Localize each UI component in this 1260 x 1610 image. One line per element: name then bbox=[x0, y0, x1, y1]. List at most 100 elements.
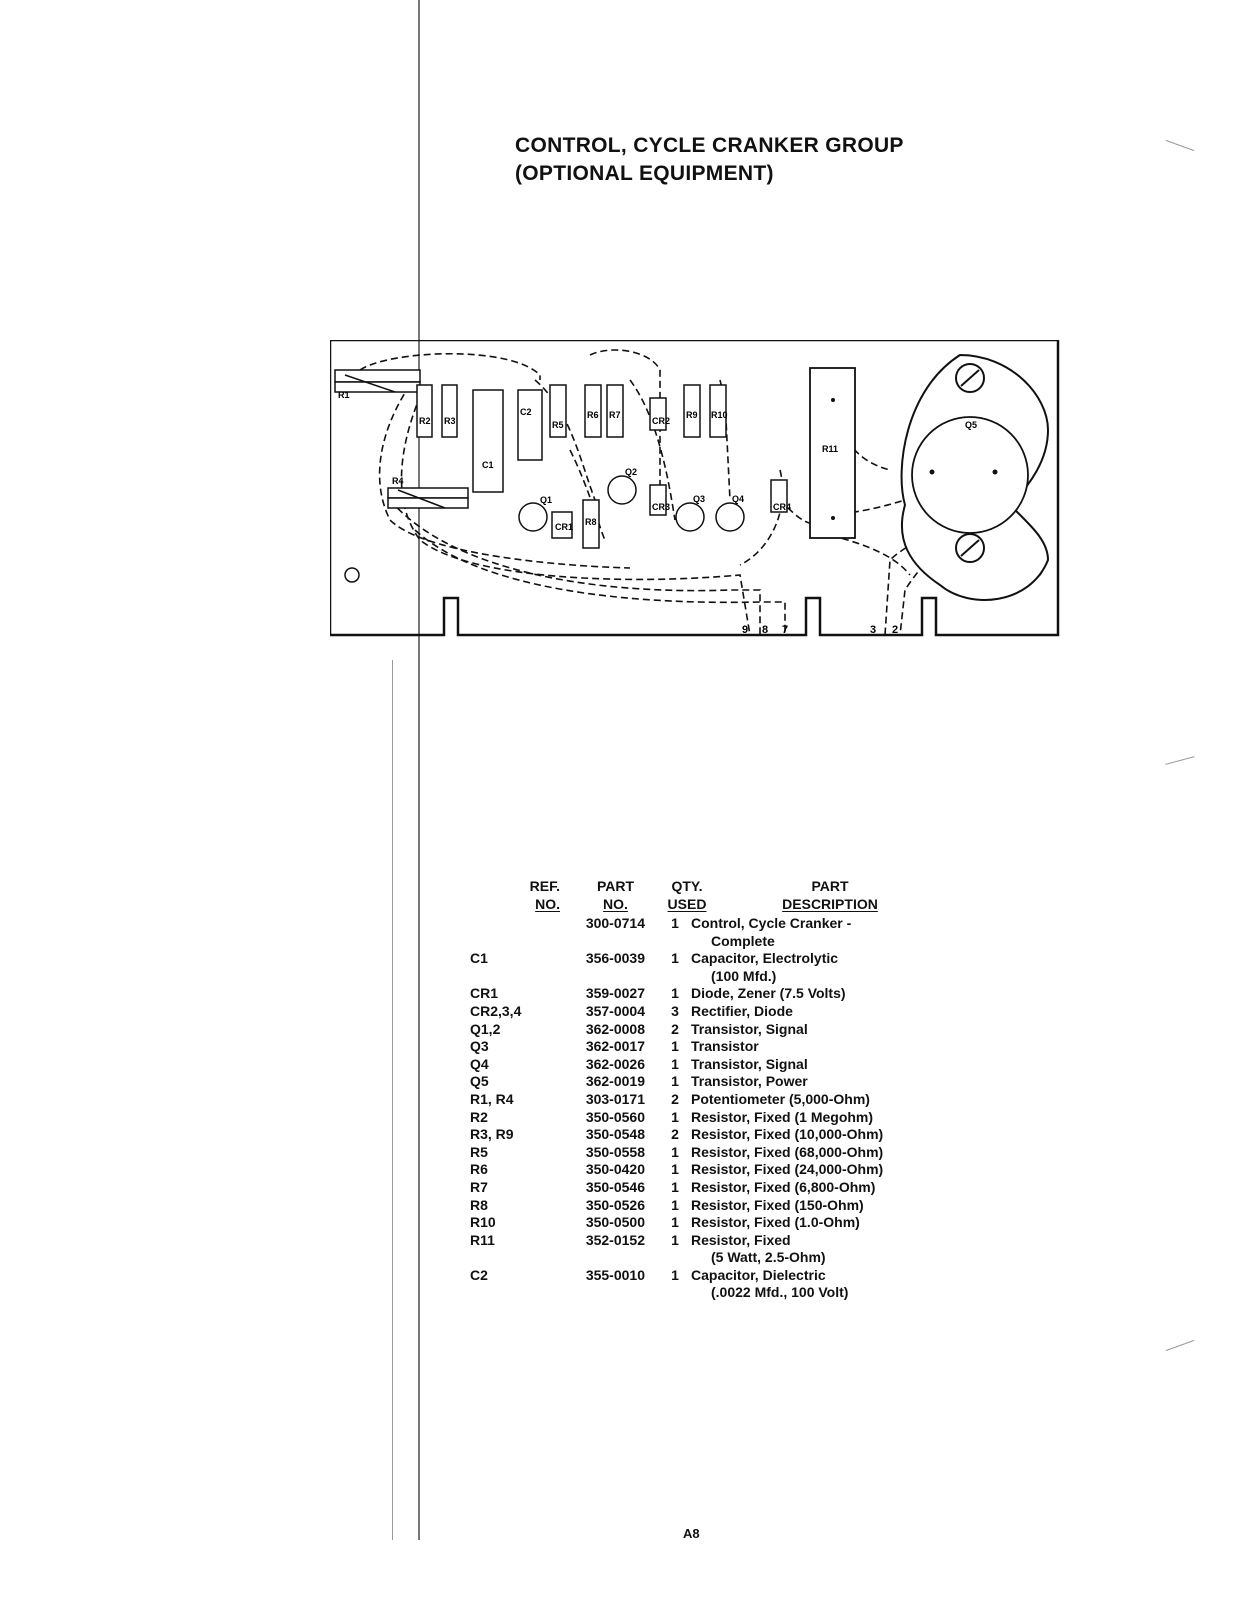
ref-no-cell: CR2,3,4 bbox=[470, 1002, 522, 1019]
description-line: Resistor, Fixed (150-Ohm) bbox=[691, 1196, 864, 1213]
description-cell: Resistor, Fixed (1.0-Ohm) bbox=[691, 1214, 951, 1232]
description-line: Capacitor, Electrolytic bbox=[691, 950, 839, 967]
part-no-cell: 350-0560 bbox=[585, 1108, 645, 1125]
table-row: R2 350-0560 1 Resistor, Fixed (1 Megohm) bbox=[465, 1109, 951, 1127]
component-label: R10 bbox=[711, 410, 728, 420]
description-line: Transistor, Power bbox=[691, 1073, 808, 1090]
margin-mark bbox=[1165, 756, 1195, 765]
mounting-hole-left bbox=[344, 567, 360, 583]
ref-no-cell: Q3 bbox=[470, 1038, 489, 1055]
header-ref-no: REF. NO. bbox=[529, 878, 560, 912]
component-label: R11 bbox=[822, 444, 838, 454]
component-label: Q4 bbox=[732, 494, 744, 504]
part-no-cell: 350-0558 bbox=[585, 1143, 645, 1160]
description-line: Rectifier, Diode bbox=[691, 1002, 793, 1019]
qty-cell: 1 bbox=[671, 985, 679, 1002]
description-line: (100 Mfd.) bbox=[711, 967, 777, 984]
description-cell: Resistor, Fixed (150-Ohm) bbox=[691, 1197, 951, 1215]
header-part-no: PART NO. bbox=[596, 878, 635, 912]
parts-list-rows: 300-0714 1 Control, Cycle Cranker -Complet… bbox=[465, 915, 951, 1302]
component-label: R5 bbox=[552, 420, 564, 430]
description-line: Transistor, Signal bbox=[691, 1020, 808, 1037]
terminal-label: 8 bbox=[762, 624, 768, 636]
header-part-description: PART DESCRIPTION bbox=[782, 878, 878, 912]
description-line: Potentiometer (5,000-Ohm) bbox=[691, 1090, 870, 1107]
component-label: R4 bbox=[392, 476, 404, 486]
description-line: Transistor, Signal bbox=[691, 1055, 808, 1072]
description-cell: Resistor, Fixed (24,000-Ohm) bbox=[691, 1161, 951, 1179]
qty-cell: 3 bbox=[671, 1002, 679, 1019]
part-no-cell: 362-0017 bbox=[585, 1038, 645, 1055]
margin-mark bbox=[1165, 139, 1195, 152]
description-line: Resistor, Fixed (24,000-Ohm) bbox=[691, 1161, 884, 1178]
component-label: CR2 bbox=[652, 416, 670, 426]
qty-cell: 1 bbox=[671, 1108, 679, 1125]
component-label: Q3 bbox=[693, 494, 705, 504]
qty-cell: 1 bbox=[671, 1214, 679, 1231]
ref-no-cell: R1, R4 bbox=[470, 1090, 514, 1107]
description-line: Capacitor, Dielectric bbox=[691, 1266, 826, 1283]
ref-no-cell: R2 bbox=[470, 1108, 488, 1125]
part-no-cell: 352-0152 bbox=[585, 1231, 645, 1248]
qty-cell: 1 bbox=[671, 1266, 679, 1283]
qty-cell: 1 bbox=[671, 1143, 679, 1160]
description-line: Complete bbox=[711, 932, 775, 949]
parts-list: REF. NO. PART NO. QTY. USED PART DESCRIP… bbox=[465, 873, 951, 1302]
table-row: 300-0714 1 Control, Cycle Cranker -Complet… bbox=[465, 915, 951, 950]
description-cell: Control, Cycle Cranker -Complete bbox=[691, 915, 951, 950]
component-label: CR1 bbox=[555, 522, 573, 532]
ref-no-cell: R6 bbox=[470, 1161, 488, 1178]
description-cell: Rectifier, Diode bbox=[691, 1003, 951, 1021]
ref-no-cell: Q5 bbox=[470, 1073, 489, 1090]
component-label: R1 bbox=[338, 390, 350, 400]
description-cell: Resistor, Fixed(5 Watt, 2.5-Ohm) bbox=[691, 1232, 951, 1267]
qty-cell: 1 bbox=[671, 950, 679, 967]
part-no-cell: 362-0008 bbox=[585, 1020, 645, 1037]
component-label: Q2 bbox=[625, 467, 637, 477]
qty-cell: 2 bbox=[671, 1126, 679, 1143]
component-label: R3 bbox=[444, 416, 456, 426]
description-line: (5 Watt, 2.5-Ohm) bbox=[711, 1249, 826, 1266]
component-label: CR4 bbox=[773, 502, 791, 512]
component-label: C2 bbox=[520, 407, 532, 417]
description-line: (.0022 Mfd., 100 Volt) bbox=[711, 1284, 849, 1301]
title-line-2: (OPTIONAL EQUIPMENT) bbox=[515, 162, 774, 185]
ref-no-cell: R8 bbox=[470, 1196, 488, 1213]
part-no-cell: 350-0420 bbox=[585, 1161, 645, 1178]
description-line: Resistor, Fixed (68,000-Ohm) bbox=[691, 1143, 884, 1160]
ref-no-cell: R10 bbox=[470, 1214, 496, 1231]
ref-no-cell: R5 bbox=[470, 1143, 488, 1160]
terminal-label: 3 bbox=[870, 624, 876, 636]
component-label: R6 bbox=[587, 410, 599, 420]
ref-no-cell bbox=[465, 915, 572, 950]
part-no-cell: 355-0010 bbox=[585, 1266, 645, 1283]
ref-no-cell: Q4 bbox=[470, 1055, 489, 1072]
part-no-cell: 350-0546 bbox=[585, 1178, 645, 1195]
table-row: R5 350-0558 1 Resistor, Fixed (68,000-Ohm) bbox=[465, 1144, 951, 1162]
description-cell: Transistor bbox=[691, 1038, 951, 1056]
header-qty-used: QTY. USED bbox=[667, 878, 707, 912]
part-no-cell: 300-0714 bbox=[585, 915, 645, 931]
part-no-cell: 362-0019 bbox=[585, 1073, 645, 1090]
qty-cell: 1 bbox=[671, 1178, 679, 1195]
description-cell: Resistor, Fixed (68,000-Ohm) bbox=[691, 1144, 951, 1162]
qty-cell: 1 bbox=[671, 1196, 679, 1213]
qty-cell: 1 bbox=[671, 1055, 679, 1072]
description-cell: Resistor, Fixed (1 Megohm) bbox=[691, 1109, 951, 1127]
qty-cell: 1 bbox=[671, 915, 679, 931]
terminal-label: 2 bbox=[892, 624, 898, 636]
parts-list-header: REF. NO. PART NO. QTY. USED PART DESCRIP… bbox=[465, 873, 951, 913]
description-cell: Diode, Zener (7.5 Volts) bbox=[691, 985, 951, 1003]
binding-line-secondary bbox=[392, 660, 393, 1540]
terminal-label: 9 bbox=[742, 624, 748, 636]
